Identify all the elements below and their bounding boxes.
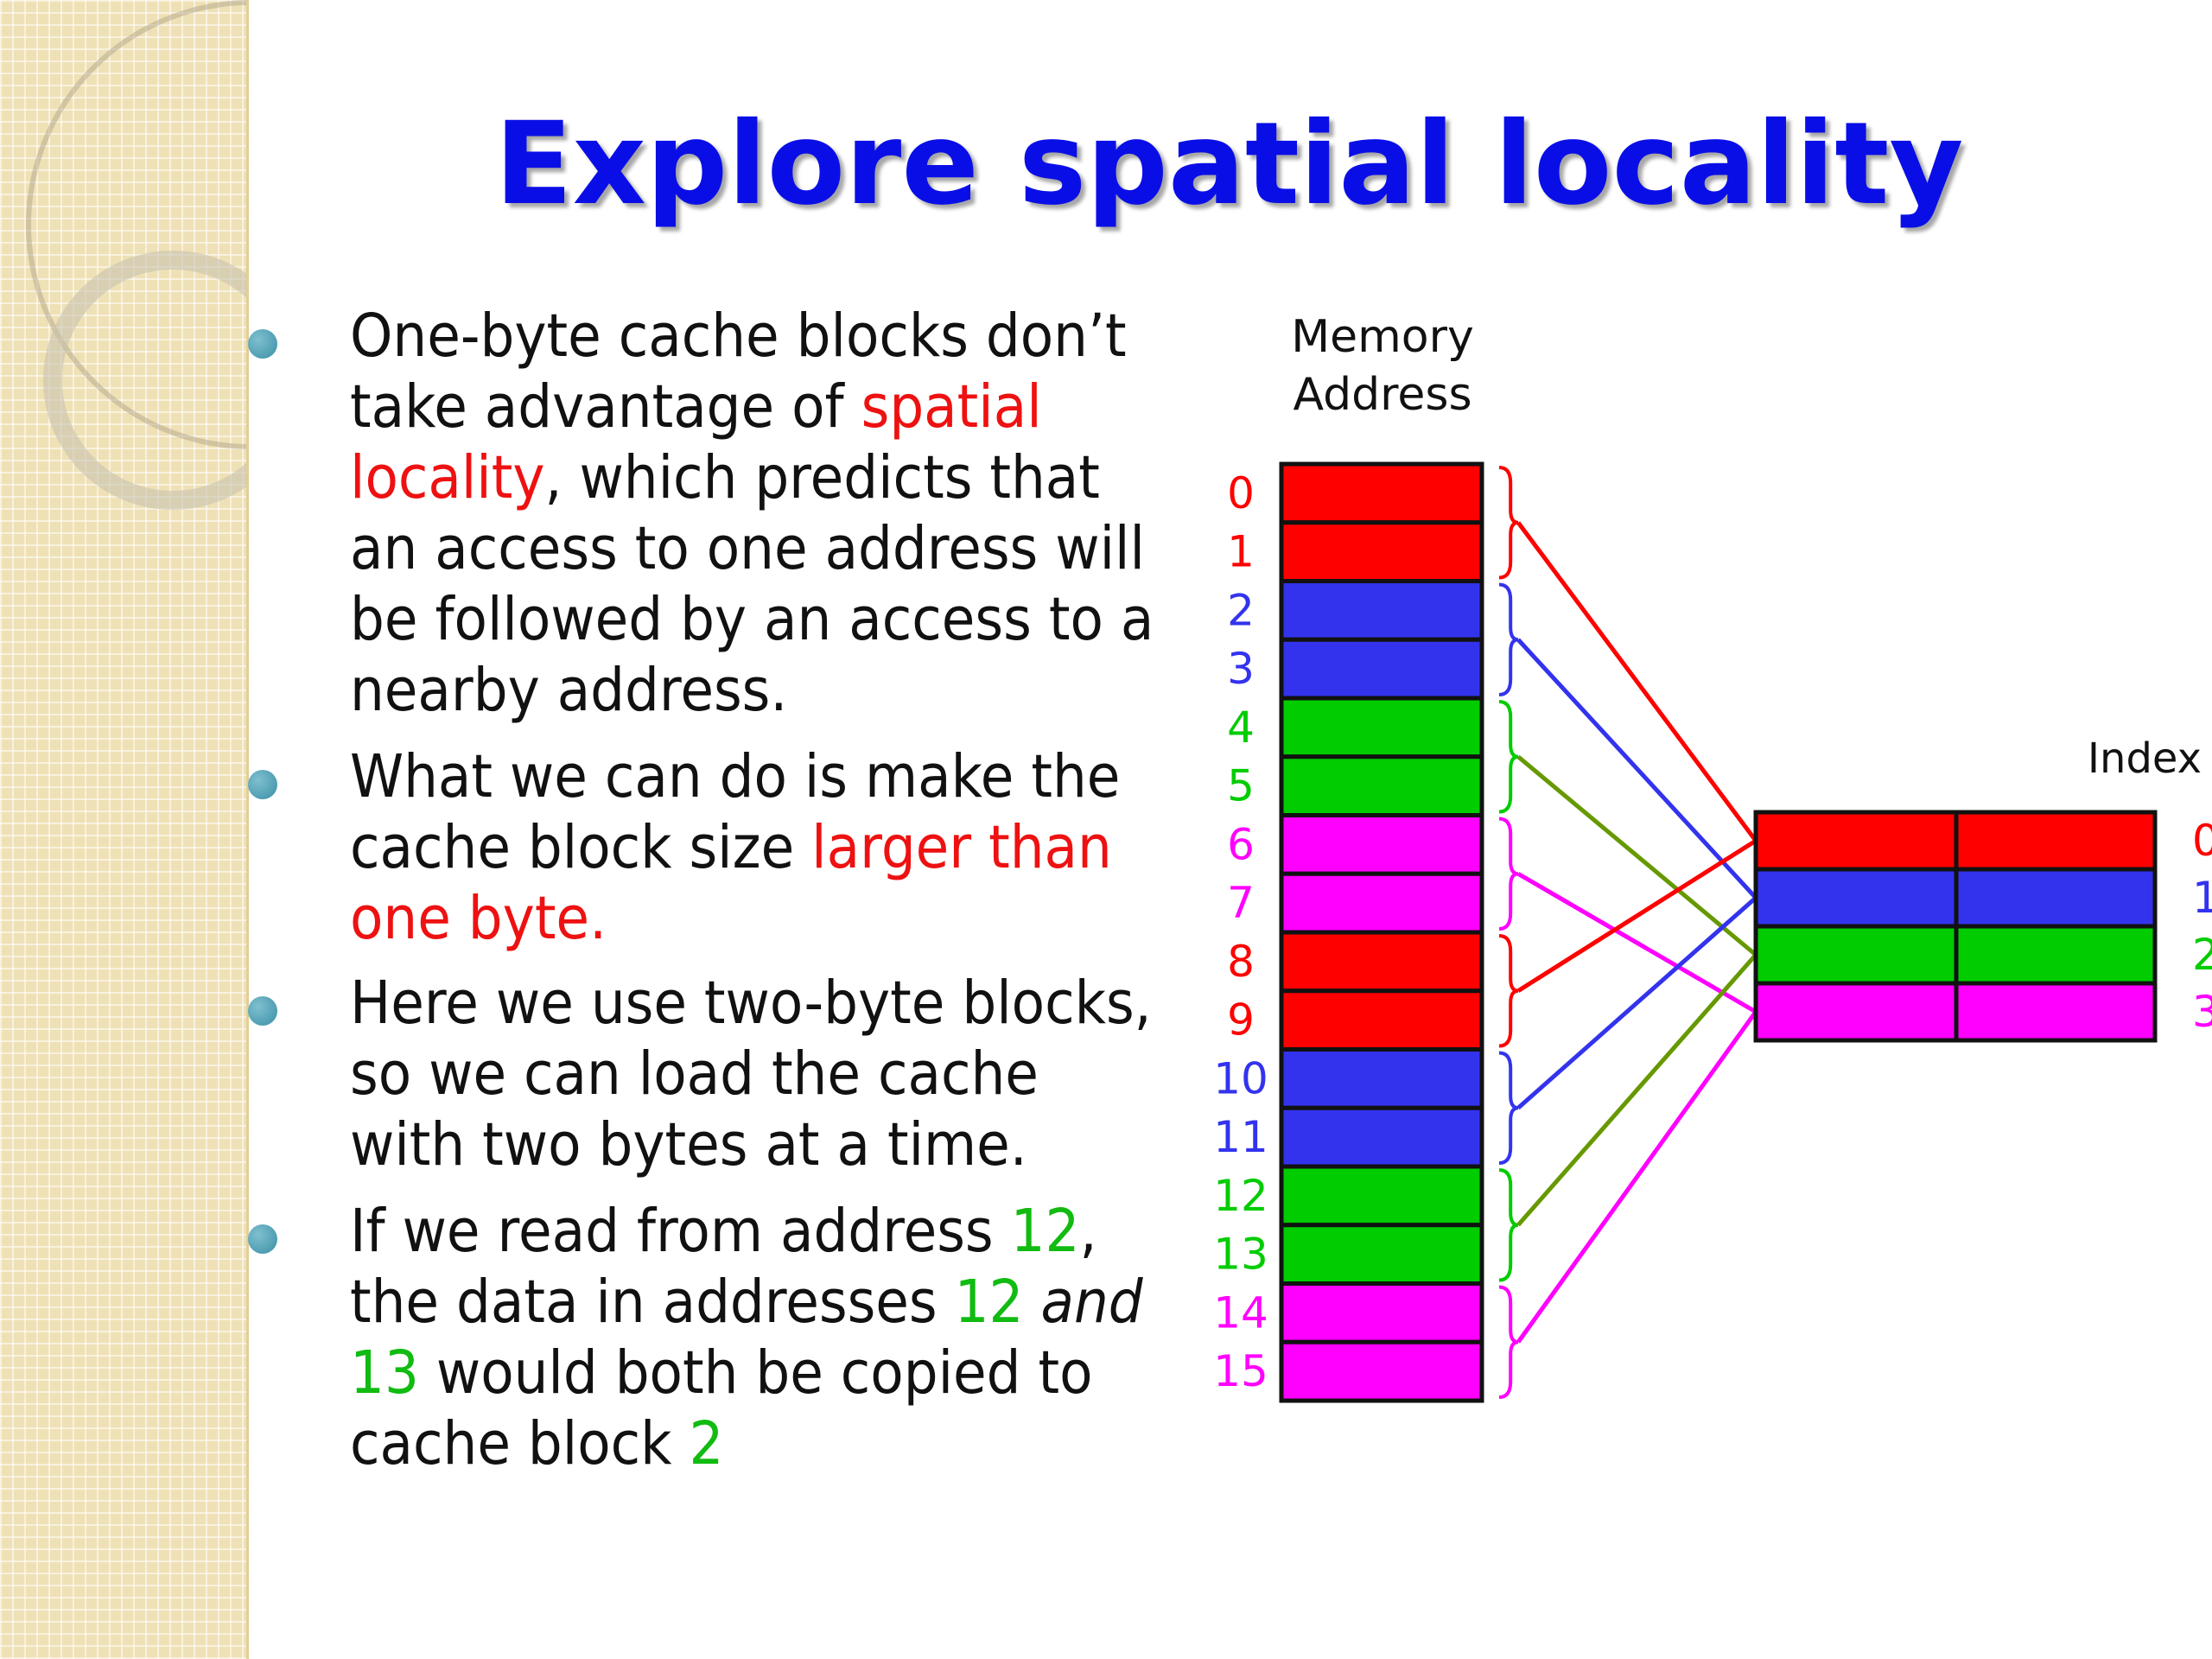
- memory-cell: [1279, 988, 1484, 1052]
- memory-cell: [1279, 637, 1484, 701]
- address-label: 11: [1213, 1112, 1268, 1162]
- address-label: 9: [1227, 995, 1255, 1046]
- mapping-line: [1516, 838, 1758, 993]
- address-label: 6: [1227, 819, 1255, 869]
- mapping-line: [1516, 521, 1758, 842]
- memory-cell: [1279, 461, 1484, 525]
- memory-cell: [1279, 930, 1484, 994]
- memory-cell: [1279, 754, 1484, 817]
- memory-cell: [1279, 813, 1484, 876]
- memory-cell: [1279, 1281, 1484, 1344]
- mapping-line: [1516, 896, 1758, 1110]
- memory-cell: [1279, 579, 1484, 642]
- block-brace: [1498, 582, 1519, 696]
- address-label: 12: [1213, 1171, 1268, 1221]
- cache-byte-cell: [1954, 981, 2158, 1043]
- cache-byte-cell: [1954, 867, 2158, 929]
- memory-address-header: Address: [1293, 369, 1471, 421]
- block-brace: [1498, 700, 1519, 814]
- index-header: Index: [2088, 734, 2202, 783]
- sidebar-decoration: [0, 0, 249, 1659]
- mapping-line: [1516, 754, 1758, 957]
- cache-byte-cell: [1954, 924, 2158, 986]
- address-label: 13: [1213, 1230, 1268, 1280]
- address-label: 3: [1227, 644, 1255, 694]
- memory-cell: [1279, 1105, 1484, 1169]
- address-label: 15: [1213, 1346, 1268, 1396]
- cache-index-label: 2: [2192, 930, 2212, 980]
- block-brace: [1498, 1168, 1519, 1282]
- address-label: 14: [1213, 1287, 1268, 1338]
- mapping-line: [1516, 872, 1758, 1014]
- cache-index-label: 1: [2192, 873, 2212, 923]
- cache-index-label: 3: [2192, 987, 2212, 1037]
- address-label: 0: [1227, 468, 1255, 518]
- cache-index-label: 0: [2192, 816, 2212, 866]
- block-brace: [1498, 934, 1519, 1048]
- memory-cell: [1279, 1223, 1484, 1286]
- memory-cell: [1279, 871, 1484, 935]
- address-label: 2: [1227, 585, 1255, 635]
- address-label: 4: [1227, 702, 1255, 753]
- cache-byte-cell: [1753, 981, 1959, 1043]
- cache-byte-cell: [1954, 810, 2158, 872]
- mapping-line: [1516, 1010, 1758, 1344]
- block-brace: [1498, 466, 1519, 580]
- memory-cell: [1279, 696, 1484, 760]
- address-label: 5: [1227, 761, 1255, 811]
- memory-address-header: Memory: [1291, 311, 1473, 363]
- memory-cell: [1279, 1047, 1484, 1110]
- block-brace: [1498, 817, 1519, 931]
- mapping-line: [1516, 638, 1758, 899]
- mapping-line: [1516, 953, 1758, 1227]
- address-label: 7: [1227, 878, 1255, 928]
- memory-cell: [1279, 1339, 1484, 1403]
- slide-title: Explore spatial locality: [494, 98, 1964, 231]
- cache-byte-cell: [1753, 867, 1959, 929]
- memory-cell: [1279, 520, 1484, 583]
- address-label: 1: [1227, 527, 1255, 577]
- block-brace: [1498, 1051, 1519, 1165]
- memory-cell: [1279, 1164, 1484, 1228]
- cache-byte-cell: [1753, 810, 1959, 872]
- address-label: 8: [1227, 937, 1255, 987]
- block-brace: [1498, 1285, 1519, 1399]
- cache-byte-cell: [1753, 924, 1959, 986]
- address-label: 10: [1213, 1053, 1268, 1103]
